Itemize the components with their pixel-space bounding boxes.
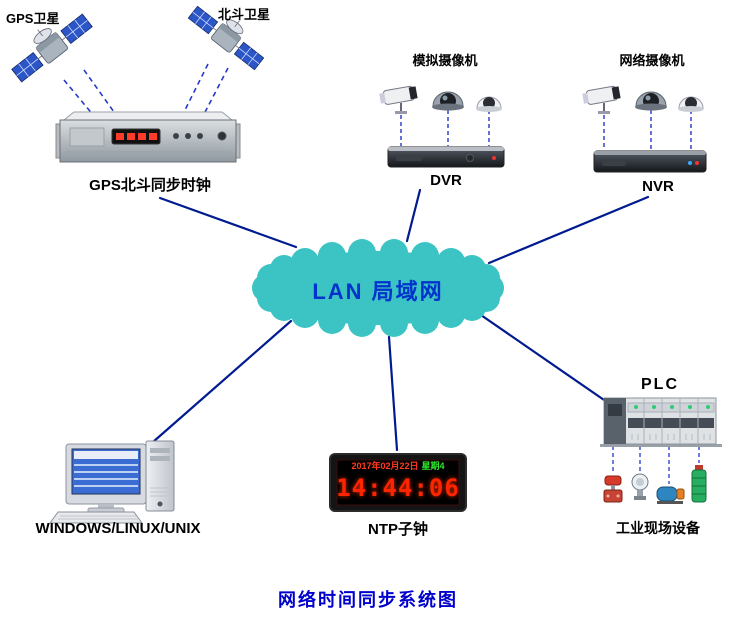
- plc-field-lines: [612, 446, 700, 484]
- workstation-monitor-icon: [65, 443, 147, 514]
- ntp-clock-device: [329, 453, 467, 512]
- plc-device: [600, 397, 722, 447]
- lan-cloud-label: LAN 局域网: [312, 279, 444, 304]
- time-server-label: GPS北斗同步时钟: [89, 177, 211, 194]
- valve-icon: [603, 475, 623, 503]
- lan-connection-lines: [151, 188, 650, 452]
- ntp-clock-time: 14:44:06: [337, 474, 459, 502]
- ntp-clock-label: NTP子钟: [367, 521, 428, 538]
- camera-link-lines: [400, 110, 692, 150]
- workstation-keyboard-icon: [49, 511, 143, 524]
- ntp-clock-date-row: 2017年02月22日星期4: [351, 461, 444, 472]
- analog-dome-camera-dark-icon: [431, 91, 465, 111]
- signal-tower-icon: [691, 465, 707, 503]
- dvr-device: [387, 146, 505, 168]
- motor-icon: [656, 486, 685, 504]
- workstation-tower-icon: [145, 440, 175, 512]
- dvr-label: DVR: [430, 172, 462, 189]
- ntp-clock-date: 2017年02月22日: [351, 461, 419, 471]
- nvr-label: NVR: [642, 178, 674, 195]
- ntp-clock-display: 2017年02月22日星期4 14:44:06: [337, 461, 459, 505]
- gps-satellite-label: GPS卫星: [6, 11, 60, 26]
- beidou-satellite-label: 北斗卫星: [218, 7, 271, 22]
- satellite-signal-lines: [63, 63, 229, 119]
- analog-bullet-camera-icon: [377, 84, 419, 115]
- network-dome-camera-white-icon: [677, 96, 705, 113]
- network-bullet-camera-icon: [580, 84, 622, 115]
- network-cameras-label: 网络摄像机: [619, 53, 685, 68]
- time-server-device: [55, 111, 241, 163]
- workstation-label: WINDOWS/LINUX/UNIX: [35, 520, 201, 537]
- analog-cameras-label: 模拟摄像机: [412, 53, 478, 68]
- diagram-title: 网络时间同步系统图: [278, 590, 458, 610]
- network-dome-camera-dark-icon: [634, 91, 668, 111]
- transmitter-icon: [631, 473, 649, 500]
- field-devices-label: 工业现场设备: [616, 520, 700, 536]
- plc-label: PLC: [641, 376, 679, 393]
- nvr-device: [593, 150, 707, 173]
- lan-cloud-shape: [252, 239, 504, 337]
- analog-dome-camera-white-icon: [475, 96, 503, 113]
- ntp-clock-weekday: 星期4: [421, 461, 445, 471]
